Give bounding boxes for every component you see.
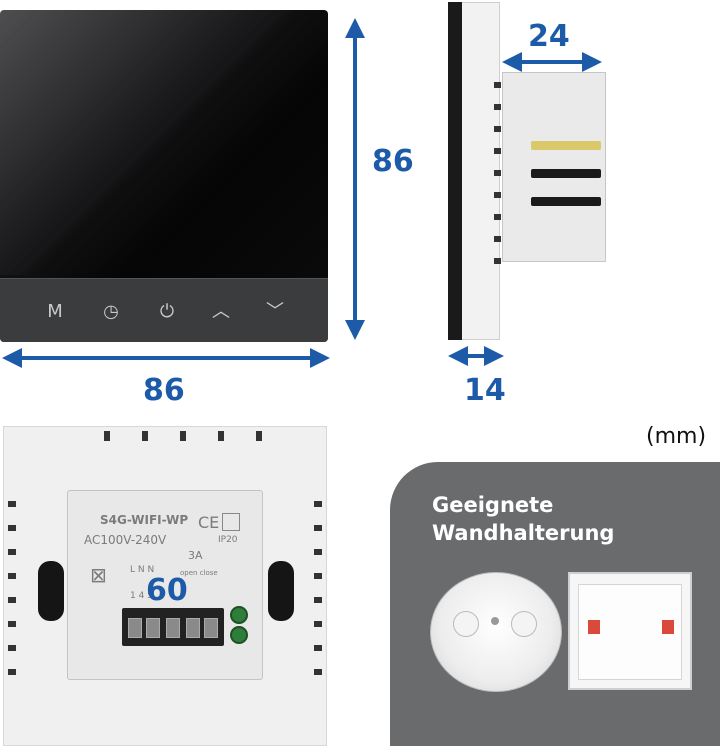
wall-box-title: Geeignete Wandhalterung <box>432 492 614 547</box>
side-slot <box>531 141 601 150</box>
model-label: S4G-WIFI-WP <box>100 513 189 527</box>
square-wall-box <box>568 572 692 690</box>
terminal-number-label: 1 4 5 <box>130 591 153 601</box>
terminal-screw <box>230 626 248 644</box>
unit-label: (mm) <box>646 424 707 449</box>
thermostat-front-panel: M ◷ ⏻ ︿ ﹀ <box>0 10 328 342</box>
terminal-lnn-label: L N N <box>130 565 155 575</box>
plate-depth-label: 14 <box>464 373 506 408</box>
mounting-hole-left <box>38 561 64 621</box>
ip-rating: IP20 <box>218 535 238 545</box>
up-icon[interactable]: ︿ <box>212 301 230 322</box>
round-wall-box <box>430 572 562 692</box>
current-label: 3A <box>188 549 203 562</box>
side-slot <box>531 169 601 178</box>
side-slot <box>531 197 601 206</box>
class-ii-icon <box>222 513 240 531</box>
width-label: 86 <box>143 373 185 408</box>
side-view-glass <box>448 2 462 340</box>
glass-reflection <box>0 10 328 275</box>
module-size-label: 60 <box>146 573 188 608</box>
wall-box-title-line1: Geeignete <box>432 493 554 517</box>
open-close-label: open close <box>180 569 218 577</box>
red-clip <box>662 620 674 634</box>
side-view-body <box>502 72 606 262</box>
red-clip <box>588 620 600 634</box>
voltage-label: AC100V-240V <box>84 533 167 547</box>
mounting-hole-right <box>268 561 294 621</box>
wall-box-title-line2: Wandhalterung <box>432 520 615 545</box>
down-icon[interactable]: ﹀ <box>266 301 284 322</box>
back-module: S4G-WIFI-WP CE IP20 AC100V-240V 3A L N N… <box>67 490 263 680</box>
ce-mark: CE <box>198 513 220 532</box>
weee-bin-icon: ⊠ <box>90 563 107 587</box>
height-label: 86 <box>372 144 414 179</box>
touch-button-bar: M ◷ ⏻ ︿ ﹀ <box>0 278 328 342</box>
clock-icon[interactable]: ◷ <box>103 301 119 322</box>
mode-button[interactable]: M <box>47 301 63 322</box>
side-view-clips <box>494 82 502 272</box>
power-icon[interactable]: ⏻ <box>159 301 175 322</box>
terminal-block <box>122 608 224 646</box>
terminal-screw <box>230 606 248 624</box>
body-depth-label: 24 <box>528 19 570 54</box>
